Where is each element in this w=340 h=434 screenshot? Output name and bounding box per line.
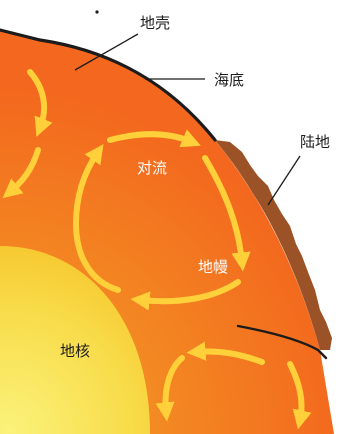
surface-dot	[95, 10, 98, 13]
land-leader-line	[268, 156, 300, 205]
core-label: 地核	[60, 342, 90, 360]
ocean-floor-label: 海底	[214, 71, 244, 89]
convection-label: 对流	[137, 159, 167, 177]
land-label: 陆地	[300, 133, 330, 151]
mantle-label: 地幔	[198, 258, 228, 276]
crust-label: 地壳	[140, 14, 170, 32]
